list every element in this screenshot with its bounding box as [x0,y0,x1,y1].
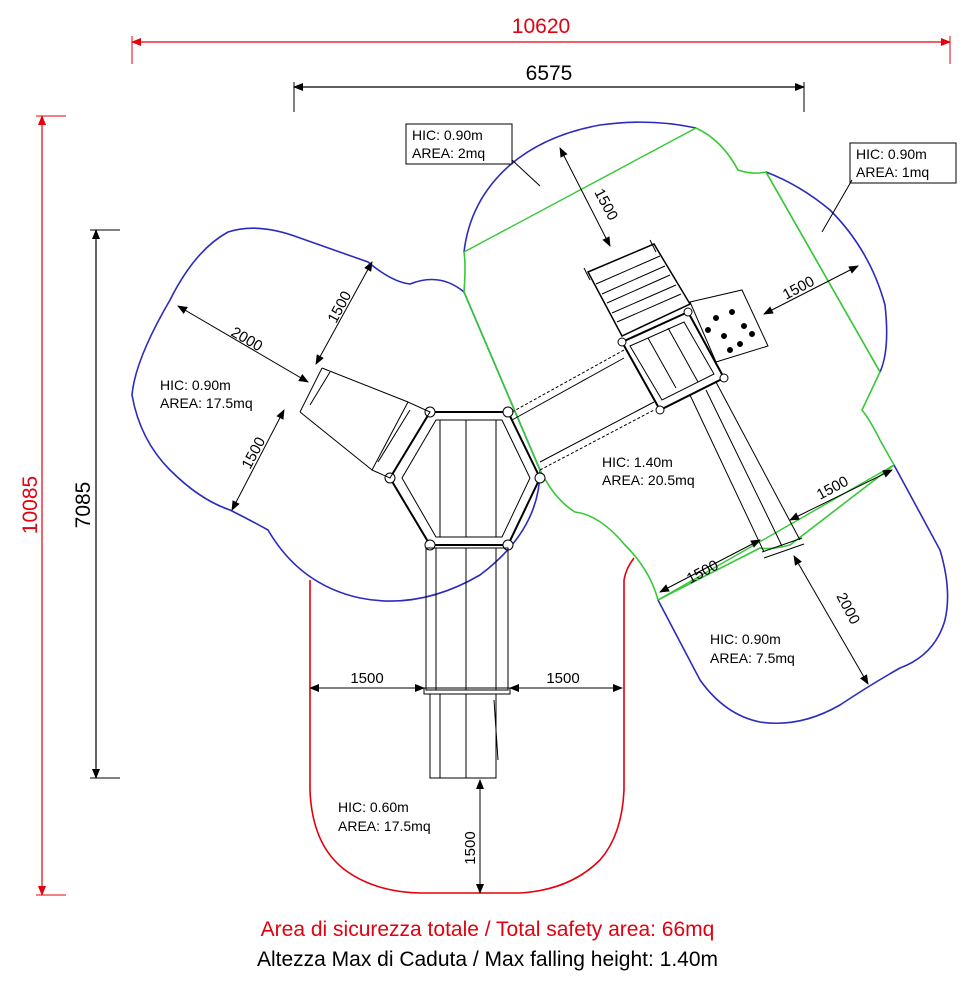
zone-left-area: AREA: 17.5mq [160,395,253,411]
label-box-right [849,142,957,184]
zone-right-lower-hic: HIC: 0.90m [710,631,781,647]
zone-right-small-area: AREA: 1mq [856,164,929,180]
label-box-top [405,123,513,165]
overall-height-label: 10085 [19,476,42,534]
zone-divider-right [765,171,881,373]
overall-dimensions: 10620 6575 10085 7085 [19,15,951,896]
zone-center-area: AREA: 20.5mq [602,472,695,488]
dim-bottom-left-1500: 1500 [350,670,383,687]
dim-bottom-right-1500: 1500 [546,670,579,687]
zone-bottom-hic: HIC: 0.60m [338,799,409,815]
bridge [511,349,655,471]
zone-center-hic: HIC: 1.40m [602,454,673,470]
zone-right-lower-area: AREA: 7.5mq [710,650,795,666]
zone-labels: HIC: 0.90m AREA: 2mq HIC: 0.90m AREA: 1m… [160,123,957,834]
bottom-zone-outline [309,557,635,894]
play-equipment [299,239,805,779]
safety-zones [131,121,949,894]
dim-right-upper-1500: 1500 [780,273,817,304]
climbing-wall [689,289,769,363]
right-long-slide [689,381,805,559]
right-zone-outline-upper [765,171,888,373]
total-safety-area-text: Area di sicurezza totale / Total safety … [260,918,715,941]
zone-top-area: AREA: 2mq [412,145,485,161]
left-slide [299,367,431,479]
climbing-ladder [583,239,692,337]
bottom-slide [423,547,511,779]
equipment-width-label: 6575 [526,62,573,85]
dim-bottom-vertical-1500: 1500 [462,831,479,864]
equipment-height-label: 7085 [72,482,95,529]
dim-left-upper-1500: 1500 [325,288,356,325]
upper-tower [617,307,729,415]
overall-width-label: 10620 [512,15,570,38]
dim-right-2000: 2000 [832,590,863,627]
zone-bottom-area: AREA: 17.5mq [338,818,431,834]
dim-left-2000: 2000 [228,324,265,355]
top-zone-outline-green [463,127,896,602]
zone-dimensions: 2000 1500 1500 1500 1500 1500 1500 2000 … [177,147,893,894]
zone-top-hic: HIC: 0.90m [412,127,483,143]
zone-right-small-hic: HIC: 0.90m [856,146,927,162]
dim-left-lower-1500: 1500 [239,434,270,471]
dim-slide-end-1500: 1500 [684,557,721,588]
max-falling-height-text: Altezza Max di Caduta / Max falling heig… [256,948,719,971]
zone-left-hic: HIC: 0.90m [160,377,231,393]
right-lower-zone-outline [657,464,949,725]
hexagon-platform [388,411,542,546]
left-zone-outline [131,227,541,602]
top-zone-outline-blue [463,121,697,253]
